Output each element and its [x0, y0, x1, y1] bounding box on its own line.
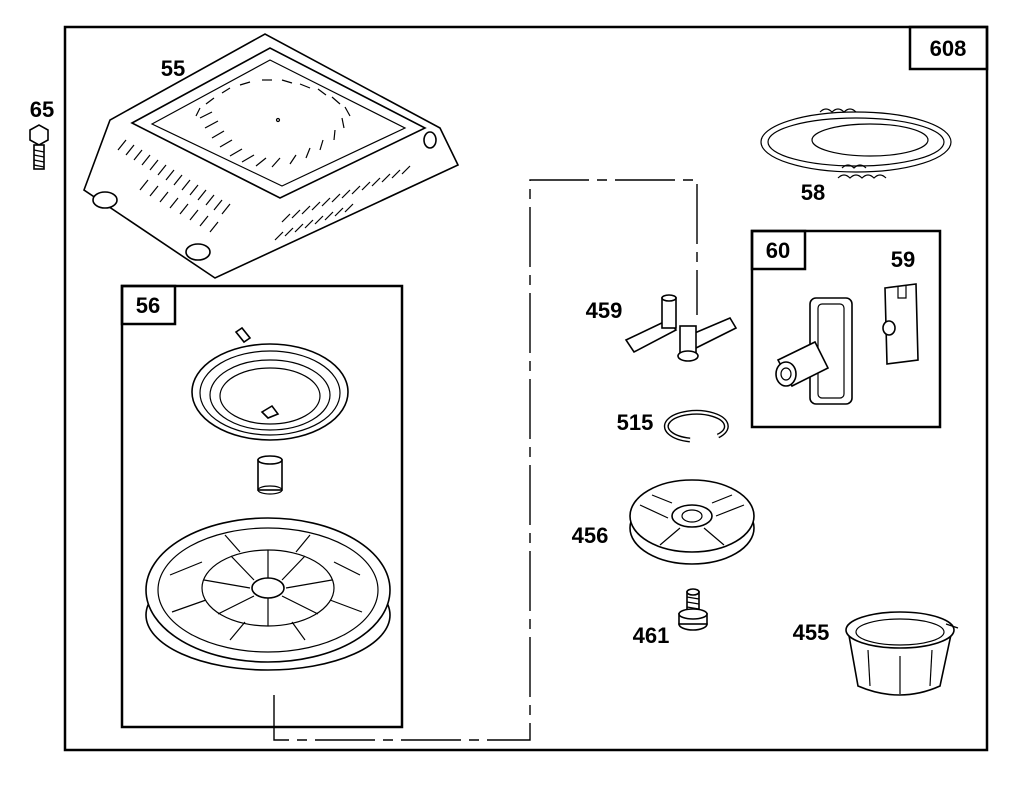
screw-part-65[interactable]: [29, 124, 49, 170]
pawl-retainer-part-456[interactable]: [629, 479, 755, 565]
blower-housing-part-55[interactable]: [83, 33, 460, 279]
guide-assembly-label-box: [750, 229, 807, 271]
label-shoulder-screw: 461: [633, 623, 670, 648]
guide-assembly-label: 60: [766, 238, 790, 263]
label-blower-housing: 55: [161, 56, 185, 81]
spring-insert[interactable]: [257, 455, 283, 495]
dog-part-459[interactable]: [624, 294, 738, 362]
label-pawl-retainer: 456: [572, 523, 609, 548]
rewind-assembly-box: [120, 284, 404, 729]
label-cup-starter: 455: [793, 620, 830, 645]
connector-line: [273, 179, 698, 741]
starter-handle[interactable]: [775, 297, 853, 405]
label-dog: 459: [586, 298, 623, 323]
label-retainer-ring: 515: [617, 410, 654, 435]
rewind-assembly-label-box: [120, 284, 177, 326]
starter-pulley[interactable]: [145, 517, 391, 671]
rewind-spring[interactable]: [191, 326, 349, 441]
outer-frame: [63, 25, 989, 752]
label-rope: 58: [801, 180, 825, 205]
handle-insert-part-59[interactable]: [882, 283, 919, 365]
guide-assembly-box: [750, 229, 942, 429]
starter-rope-part-58[interactable]: [760, 108, 952, 179]
label-handle-insert: 59: [891, 247, 915, 272]
assembly-label: 608: [930, 36, 967, 61]
cup-starter-part-455[interactable]: [845, 611, 959, 696]
shoulder-screw-part-461[interactable]: [678, 588, 708, 631]
retainer-ring-part-515[interactable]: [663, 409, 729, 443]
label-screw: 65: [30, 97, 54, 122]
rewind-assembly-label: 56: [136, 293, 160, 318]
assembly-label-box: [908, 25, 989, 71]
